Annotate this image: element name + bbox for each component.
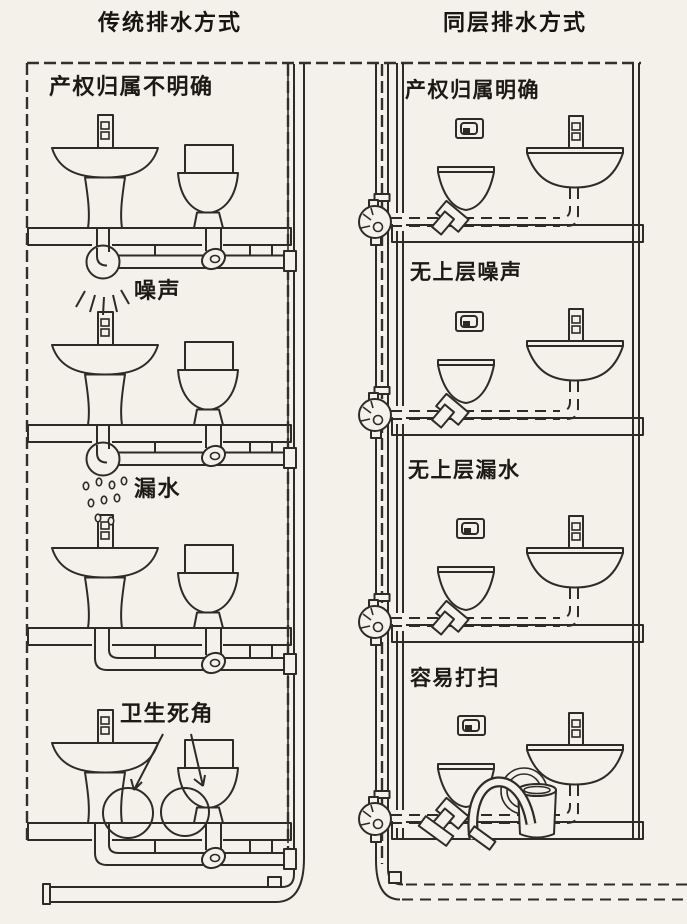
left-column-title: 传统排水方式 xyxy=(98,10,243,35)
floor-slab xyxy=(391,624,644,643)
flush-plate-icon xyxy=(456,518,485,539)
arrow-icon xyxy=(190,733,206,787)
dead-corner-annotation xyxy=(102,733,210,839)
wall-hung-basin-icon xyxy=(526,515,624,627)
floor-slab xyxy=(391,417,644,436)
no-upstairs-leak-label: 无上层漏水 xyxy=(408,459,521,482)
flush-plate-icon xyxy=(455,311,484,332)
ownership-unclear-label: 产权归属不明确 xyxy=(49,74,214,99)
right-column-title: 同层排水方式 xyxy=(443,10,588,35)
ownership-clear-label: 产权归属明确 xyxy=(405,79,540,102)
floor-slab xyxy=(27,227,292,246)
hygiene-dead-corner-label: 卫生死角 xyxy=(120,701,215,726)
dead-corner-circle xyxy=(160,787,210,837)
right-room-right-wall xyxy=(632,63,640,838)
dead-corner-circle xyxy=(102,787,154,839)
noise-label: 噪声 xyxy=(134,278,182,303)
noise-rays-icon xyxy=(75,289,130,316)
under-floor-pipe xyxy=(91,821,297,874)
cleanout-fitting xyxy=(267,876,282,888)
building-drain-pipe-right xyxy=(402,883,687,901)
pedestal-sink-icon xyxy=(51,514,159,629)
flush-plate-icon xyxy=(457,715,486,736)
under-floor-pipe xyxy=(85,226,297,280)
drain-stack-same-floor xyxy=(373,64,687,901)
wall-hung-basin-icon xyxy=(526,115,624,227)
pedestal-sink-icon xyxy=(51,311,159,426)
leak-label: 漏水 xyxy=(134,476,182,501)
arrow-icon xyxy=(130,733,164,791)
stack-coupling xyxy=(373,193,391,202)
water-drops-icon xyxy=(82,476,128,526)
no-upstairs-noise-label: 无上层噪声 xyxy=(410,261,523,284)
toilet-icon xyxy=(177,144,239,229)
under-floor-pipe xyxy=(85,423,297,477)
stack-base-fitting xyxy=(388,871,402,884)
toilet-icon xyxy=(177,544,239,629)
pedestal-sink-icon xyxy=(51,114,159,229)
stack-coupling xyxy=(373,790,391,799)
mop-icon xyxy=(417,776,537,851)
floor-slab xyxy=(27,424,292,443)
wall-hung-basin-icon xyxy=(526,308,624,420)
flush-plate-icon xyxy=(455,118,484,139)
toilet-icon xyxy=(177,341,239,426)
building-drain-pipe-left xyxy=(48,886,282,903)
floor-slab xyxy=(391,224,644,243)
floor-slab xyxy=(27,627,292,646)
under-floor-pipe xyxy=(91,626,297,679)
right-room-left-wall xyxy=(396,63,404,838)
stack-coupling xyxy=(373,386,391,395)
easy-to-clean-label: 容易打扫 xyxy=(410,667,500,690)
stack-coupling xyxy=(373,593,391,602)
floor-slab xyxy=(27,822,292,841)
